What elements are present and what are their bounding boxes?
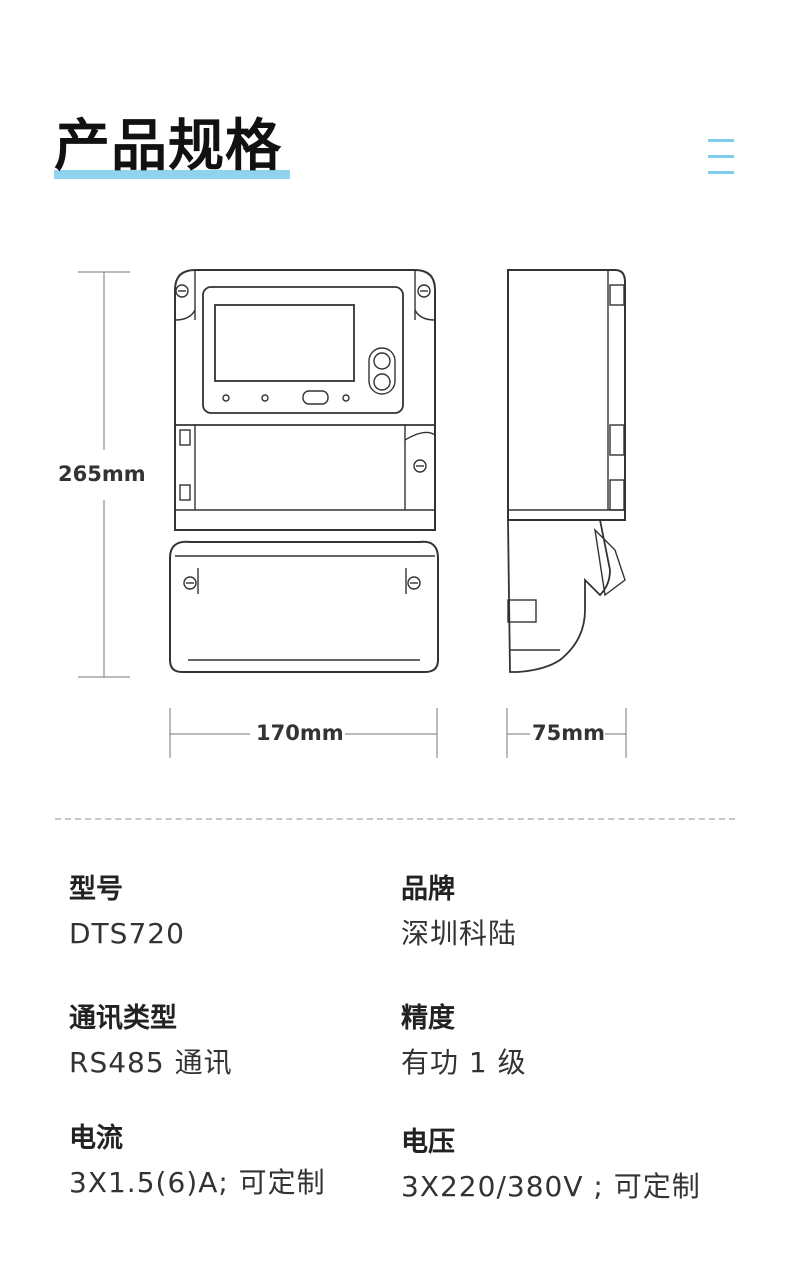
- spec-label: 电压: [401, 1127, 455, 1158]
- spec-value: RS485 通讯: [69, 1046, 233, 1079]
- section-divider: [55, 818, 735, 820]
- title-underline: [54, 170, 290, 179]
- spec-label: 电流: [69, 1123, 123, 1154]
- spec-communication: 通讯类型 RS485 通讯: [69, 1001, 233, 1081]
- spec-brand: 品牌 深圳科陆: [401, 872, 517, 952]
- spec-value: 3X220/380V ; 可定制: [401, 1170, 701, 1203]
- spec-label: 型号: [69, 874, 123, 905]
- spec-current: 电流 3X1.5(6)A; 可定制: [69, 1121, 326, 1201]
- spec-voltage: 电压 3X220/380V ; 可定制: [401, 1125, 701, 1205]
- spec-value: DTS720: [69, 917, 185, 950]
- spec-value: 深圳科陆: [401, 917, 518, 950]
- depth-dimension: 75mm: [532, 721, 605, 745]
- spec-label: 精度: [401, 1003, 455, 1034]
- page-title: 产品规格: [54, 112, 290, 187]
- spec-label: 通讯类型: [69, 1003, 177, 1034]
- page-title-text: 产品规格: [54, 114, 282, 179]
- spec-value: 有功 1 级: [401, 1046, 527, 1079]
- meter-drawing: [78, 269, 627, 758]
- spec-label: 品牌: [401, 874, 455, 905]
- menu-icon[interactable]: [708, 137, 734, 177]
- spec-accuracy: 精度 有功 1 级: [401, 1001, 527, 1081]
- spec-value: 3X1.5(6)A; 可定制: [69, 1166, 326, 1199]
- width-dimension: 170mm: [256, 721, 344, 745]
- spec-model: 型号 DTS720: [69, 872, 185, 952]
- height-dimension: 265mm: [58, 462, 146, 486]
